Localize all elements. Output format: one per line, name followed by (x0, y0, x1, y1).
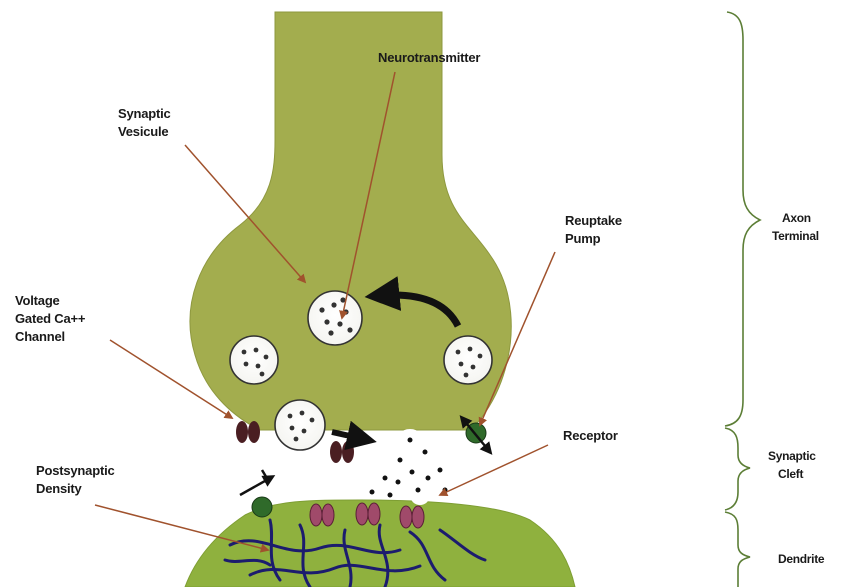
region-axon-terminal-line2: Terminal (772, 229, 819, 243)
reuptake-pump (462, 418, 490, 452)
neurotransmitter-release-cloud (368, 429, 465, 505)
brace-axon-terminal (725, 12, 760, 426)
synaptic-vesicle (308, 291, 362, 345)
voltage-gated-channel (330, 441, 354, 463)
release-arrow (332, 432, 368, 440)
brace-dendrite (725, 512, 750, 587)
dendrite-pump (240, 470, 272, 517)
label-reuptake-pump-line1: Reuptake (565, 213, 622, 228)
label-voltage-channel-line2: Gated Ca++ (15, 311, 86, 326)
region-axon-terminal-line1: Axon (782, 211, 811, 225)
region-synaptic-cleft-line2: Cleft (778, 467, 803, 481)
label-postsynaptic-density-line1: Postsynaptic (36, 463, 115, 478)
voltage-gated-channel (236, 421, 260, 443)
synaptic-vesicle (230, 336, 278, 384)
region-synaptic-cleft-line1: Synaptic (768, 449, 816, 463)
label-postsynaptic-density-line2: Density (36, 481, 83, 496)
label-synaptic-vesicle-line2: Vesicule (118, 124, 168, 139)
label-neurotransmitter: Neurotransmitter (378, 50, 480, 65)
label-reuptake-pump-line2: Pump (565, 231, 601, 246)
label-synaptic-vesicle-line1: Synaptic (118, 106, 171, 121)
label-receptor: Receptor (563, 428, 618, 443)
brace-synaptic-cleft (725, 428, 750, 510)
synaptic-vesicle (444, 336, 492, 384)
label-voltage-channel-line3: Channel (15, 329, 65, 344)
label-voltage-channel-line1: Voltage (15, 293, 60, 308)
synaptic-vesicle (275, 400, 325, 450)
region-dendrite: Dendrite (778, 552, 825, 566)
